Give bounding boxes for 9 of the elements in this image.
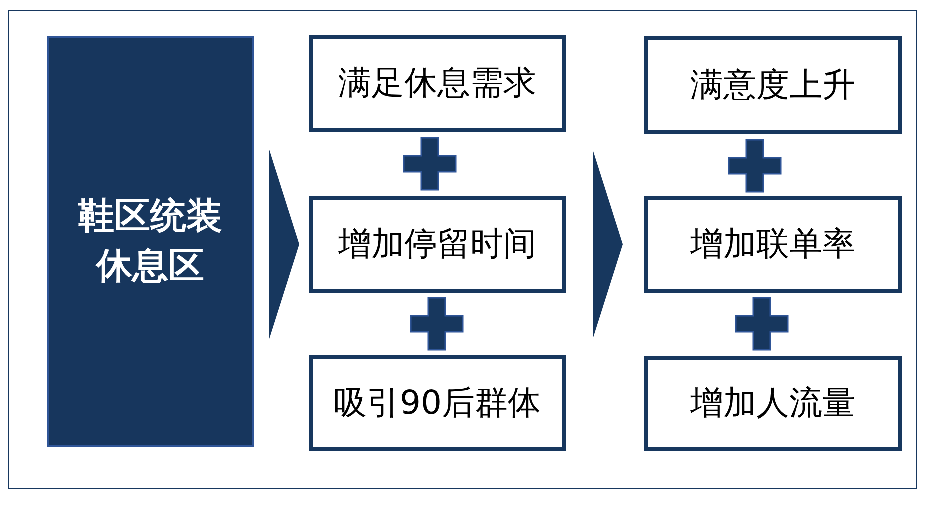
- text-box: 增加联单率: [644, 196, 902, 293]
- chevron-arrow: [593, 150, 623, 339]
- chevron-arrow: [270, 150, 300, 339]
- text-box: 吸引90后群体: [309, 355, 566, 451]
- text-box: 满意度上升: [644, 36, 902, 134]
- text-box: 增加停留时间: [309, 196, 566, 293]
- text-box: 增加人流量: [644, 356, 902, 451]
- title-box: 鞋区统装休息区: [47, 36, 254, 447]
- text-box: 满足休息需求: [309, 35, 566, 132]
